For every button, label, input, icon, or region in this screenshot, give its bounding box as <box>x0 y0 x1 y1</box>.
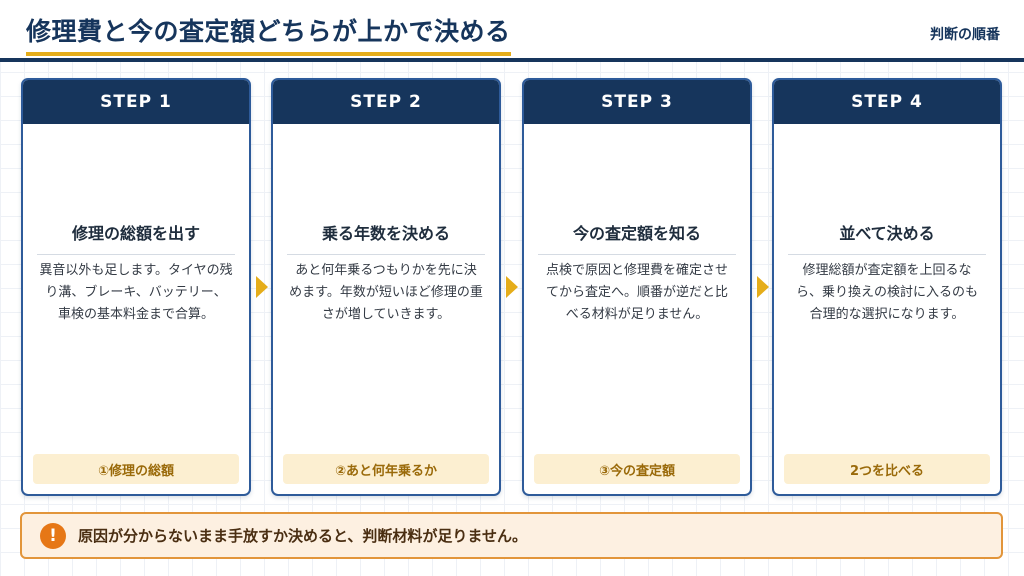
header: 修理費と今の査定額どちらが上かで決める 判断の順番 <box>0 0 1024 62</box>
step-title: 今の査定額を知る <box>538 220 736 255</box>
step-label: STEP 2 <box>273 80 499 124</box>
section-tag: 判断の順番 <box>930 27 1000 43</box>
step-card-1: STEP 1 修理の総額を出す 異音以外も足します。タイヤの残り溝、ブレーキ、バ… <box>21 78 251 496</box>
exclamation-icon: ! <box>40 522 66 549</box>
arrow-right-icon <box>256 276 268 298</box>
arrow-right-icon <box>757 276 769 298</box>
step-label: STEP 1 <box>23 80 249 124</box>
step-card-2: STEP 2 乗る年数を決める あと何年乗るつもりかを先に決めます。年数が短いほ… <box>271 78 501 496</box>
step-label: STEP 4 <box>774 80 1000 124</box>
step-description: 点検で原因と修理費を確定させてから査定へ。順番が逆だと比べる材料が足りません。 <box>545 263 728 322</box>
steps-row: STEP 1 修理の総額を出す 異音以外も足します。タイヤの残り溝、ブレーキ、バ… <box>0 78 1024 498</box>
arrow-right-icon <box>506 276 518 298</box>
warning-text: 原因が分からないまま手放すか決めると、判断材料が足りません。 <box>78 527 527 545</box>
page-title: 修理費と今の査定額どちらが上かで決める <box>26 12 511 56</box>
step-description: 異音以外も足します。タイヤの残り溝、ブレーキ、バッテリー、車検の基本料金まで合算… <box>39 263 233 322</box>
step-description: 修理総額が査定額を上回るなら、乗り換えの検討に入るのも合理的な選択になります。 <box>795 263 978 322</box>
step-footer: 2つを比べる <box>784 454 990 484</box>
step-footer: ③今の査定額 <box>534 454 740 484</box>
step-title: 修理の総額を出す <box>37 220 235 255</box>
step-description: あと何年乗るつもりかを先に決めます。年数が短いほど修理の重さが増していきます。 <box>289 263 483 322</box>
step-title: 乗る年数を決める <box>287 220 485 255</box>
header-divider <box>0 58 1024 62</box>
step-title: 並べて決める <box>788 220 986 255</box>
step-label: STEP 3 <box>524 80 750 124</box>
warning-banner: ! 原因が分からないまま手放すか決めると、判断材料が足りません。 <box>20 512 1003 559</box>
step-footer: ②あと何年乗るか <box>283 454 489 484</box>
step-footer: ①修理の総額 <box>33 454 239 484</box>
step-card-3: STEP 3 今の査定額を知る 点検で原因と修理費を確定させてから査定へ。順番が… <box>522 78 752 496</box>
step-card-4: STEP 4 並べて決める 修理総額が査定額を上回るなら、乗り換えの検討に入るの… <box>772 78 1002 496</box>
